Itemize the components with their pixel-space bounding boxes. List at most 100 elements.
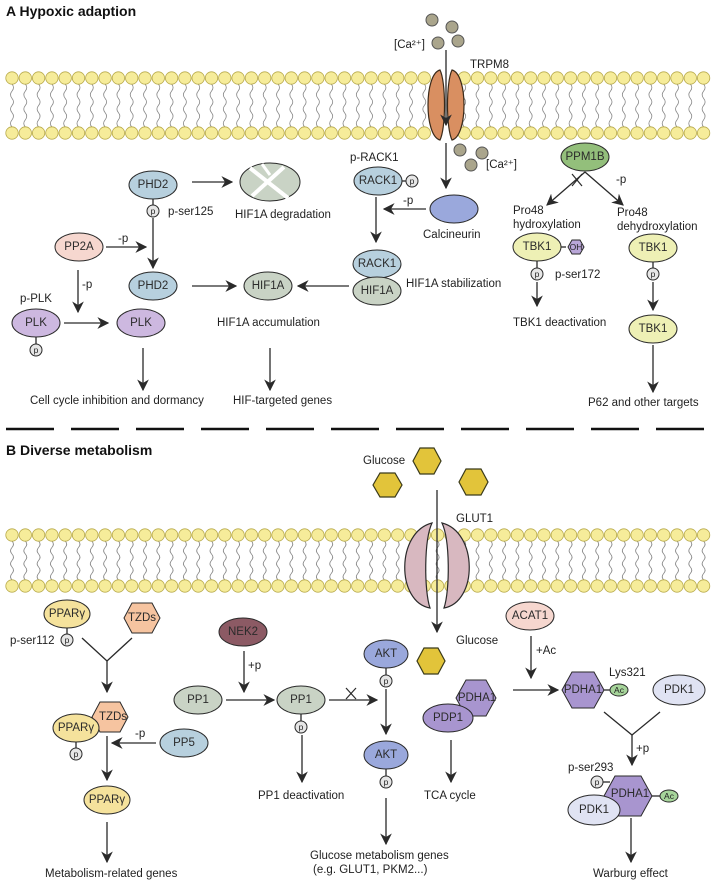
lipid-tail [129, 540, 134, 581]
lipid-tail [608, 83, 613, 128]
lipid-head [165, 528, 179, 542]
lipid-head [683, 126, 697, 140]
lipid-head [204, 71, 219, 85]
warburg-effect-label: Warburg effect [593, 868, 669, 880]
lipid-tail [76, 540, 81, 581]
lipid-head [364, 71, 378, 85]
lipid-tail [89, 83, 94, 128]
lipid-tail [342, 540, 347, 581]
lipid-tail [302, 540, 307, 581]
lipid-head [111, 126, 126, 140]
lipid-head [58, 528, 72, 542]
lipid-head [696, 528, 711, 542]
lipid-head [497, 528, 511, 542]
hydroxyl-label: OH [570, 242, 583, 252]
lipid-tail [222, 540, 227, 581]
lipid-tail [582, 540, 586, 581]
lipid-head [31, 579, 46, 593]
lipid-head [337, 579, 352, 593]
lipid-head [351, 579, 365, 593]
panel-b-title: B Diverse metabolism [6, 442, 152, 458]
lipid-head [337, 71, 352, 85]
acetyl-group-icon [609, 683, 629, 697]
tzds-label: TZDs [128, 612, 156, 624]
lipid-head [5, 126, 19, 140]
lipid-tail [23, 83, 28, 128]
lipid-tail [329, 540, 334, 581]
lipid-tail [555, 83, 560, 128]
lipid-head [324, 71, 338, 85]
lipid-head [696, 126, 711, 140]
trpm8-label: TRPM8 [470, 59, 509, 71]
lipid-head [484, 528, 498, 542]
lipid-head [98, 579, 112, 593]
lipid-head [630, 71, 644, 85]
lipid-head [271, 71, 285, 85]
lipid-tail [475, 83, 480, 128]
lipid-head [178, 528, 192, 542]
lipid-tail [342, 83, 347, 128]
lipid-head [297, 579, 312, 593]
lipid-head [31, 126, 46, 140]
p-ser293-label: p-ser293 [568, 762, 613, 774]
lipid-head [657, 579, 671, 593]
tzds-label: TZDs [99, 711, 127, 723]
lipid-tail [395, 83, 400, 128]
lipid-tail [528, 540, 533, 581]
plk-phospho-label: PLK [25, 317, 47, 329]
lipid-head [484, 579, 498, 593]
lipid-tail [289, 83, 294, 128]
glucose-molecules-outside [372, 447, 489, 498]
lipid-tail [63, 540, 68, 581]
glucose-icon-inside [416, 647, 446, 675]
lipid-head [218, 528, 232, 542]
hif1a-label: HIF1A [252, 280, 285, 292]
lipid-head [138, 579, 152, 593]
glucose-genes-examples-label: (e.g. GLUT1, PKM2...) [313, 864, 428, 876]
lipid-head [351, 528, 365, 542]
lipid-head [218, 126, 232, 140]
lipid-tail [369, 540, 373, 581]
lipid-head [244, 71, 258, 85]
lipid-head [178, 579, 192, 593]
lipid-head [204, 528, 219, 542]
lipid-head [630, 579, 644, 593]
lipid-head [45, 71, 59, 85]
ppar-label: PPARγ [49, 608, 85, 620]
lipid-head [497, 126, 511, 140]
calcium-ion [445, 20, 459, 34]
hif1a-accumulation-label: HIF1A accumulation [217, 317, 320, 329]
acat1-node [505, 601, 555, 631]
lipid-head [670, 579, 684, 593]
lipid-head [18, 126, 32, 140]
hif1a-node [243, 271, 293, 301]
phosphate-icon [294, 720, 308, 734]
ppar-label: PPARγ [89, 794, 125, 806]
lipid-tail [488, 540, 493, 581]
lipid-tail [568, 83, 573, 128]
lipid-head [138, 126, 152, 140]
lipid-tail [595, 83, 600, 128]
lipid-head [218, 71, 232, 85]
lipid-tail [76, 83, 81, 128]
plk-label: PLK [130, 317, 152, 329]
lipid-head [98, 71, 112, 85]
lipid-tail [701, 83, 706, 128]
lipid-head [85, 71, 99, 85]
calcium-ion [451, 34, 465, 48]
lipid-head [670, 528, 684, 542]
lipid-head [18, 528, 32, 542]
lipid-head [151, 71, 165, 85]
lipid-head [550, 71, 564, 85]
calcium-label-outside: [Ca²⁺] [394, 39, 425, 51]
lipid-tail [169, 83, 174, 128]
lipid-tail [329, 83, 334, 128]
lipid-head [85, 579, 99, 593]
glucose-icon [412, 447, 442, 475]
lipid-head [71, 71, 86, 85]
tca-cycle-label: TCA cycle [424, 790, 476, 802]
lipid-tail [116, 83, 121, 128]
lipid-head [271, 579, 285, 593]
lipid-head [284, 126, 298, 140]
lipid-head [590, 71, 604, 85]
